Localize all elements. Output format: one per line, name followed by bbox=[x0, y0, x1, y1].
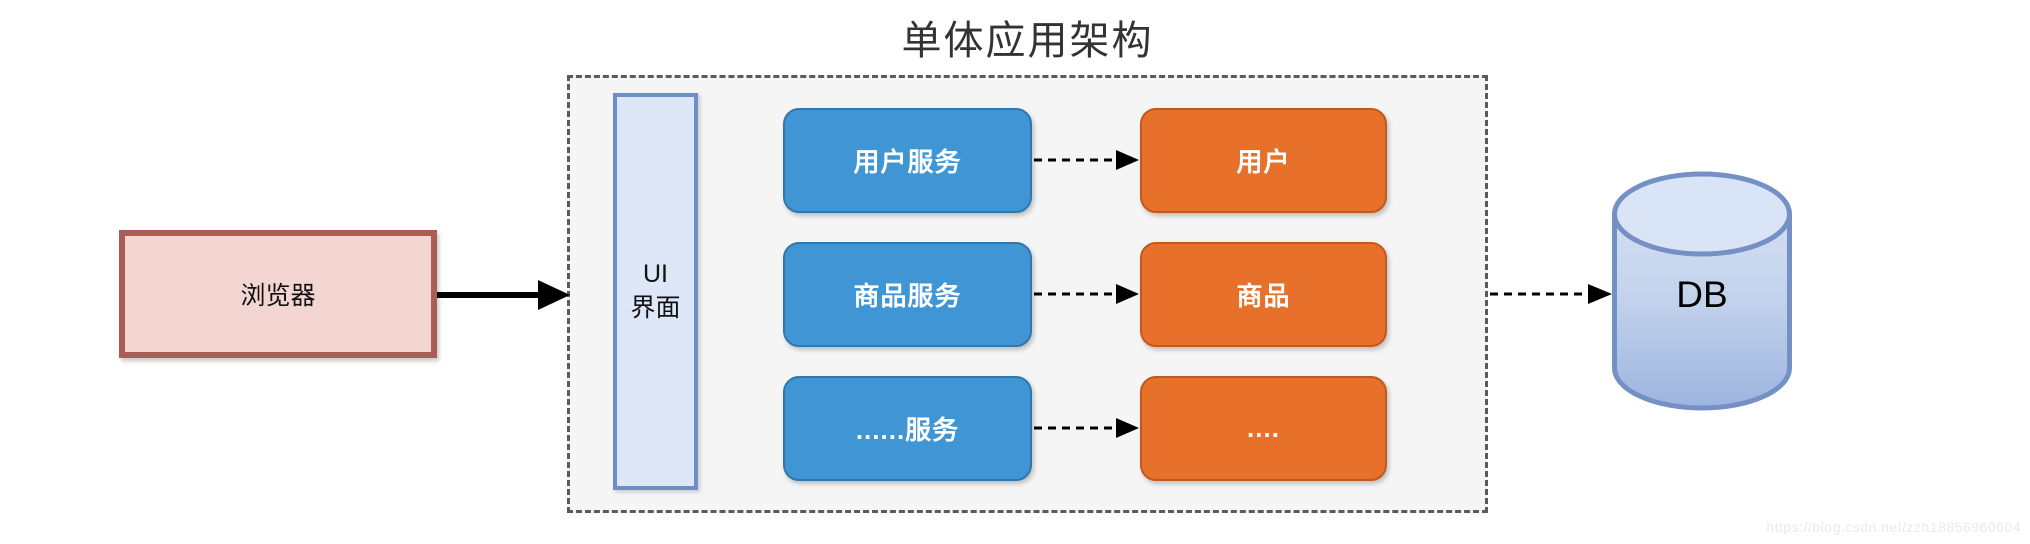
service-node-product: 商品服务 bbox=[783, 242, 1032, 347]
service-label: 商品服务 bbox=[853, 281, 962, 311]
monolith-to-db-arrow bbox=[1490, 284, 1612, 304]
browser-label: 浏览器 bbox=[240, 282, 316, 310]
watermark-text: https://blog.csdn.net/zzh18856960604 bbox=[1766, 519, 2021, 535]
database-cylinder: DB bbox=[1612, 171, 1792, 411]
diagram-title: 单体应用架构 bbox=[901, 19, 1154, 63]
ui-panel-node: UI 界面 bbox=[613, 93, 698, 490]
service-label: ......服务 bbox=[855, 415, 960, 445]
browser-node: 浏览器 bbox=[119, 230, 437, 358]
module-label: .... bbox=[1247, 413, 1280, 443]
ui-panel-label-line1: UI bbox=[643, 259, 668, 288]
service-node-etc: ......服务 bbox=[783, 376, 1032, 481]
browser-to-monolith-arrow bbox=[437, 280, 570, 310]
ui-panel-label-line2: 界面 bbox=[630, 293, 681, 322]
service-label: 用户服务 bbox=[853, 147, 962, 177]
module-node-user: 用户 bbox=[1140, 108, 1387, 213]
service-node-user: 用户服务 bbox=[783, 108, 1032, 213]
module-node-etc: .... bbox=[1140, 376, 1387, 481]
module-label: 用户 bbox=[1236, 147, 1291, 177]
database-label: DB bbox=[1676, 274, 1727, 315]
module-node-product: 商品 bbox=[1140, 242, 1387, 347]
module-label: 商品 bbox=[1236, 281, 1291, 311]
